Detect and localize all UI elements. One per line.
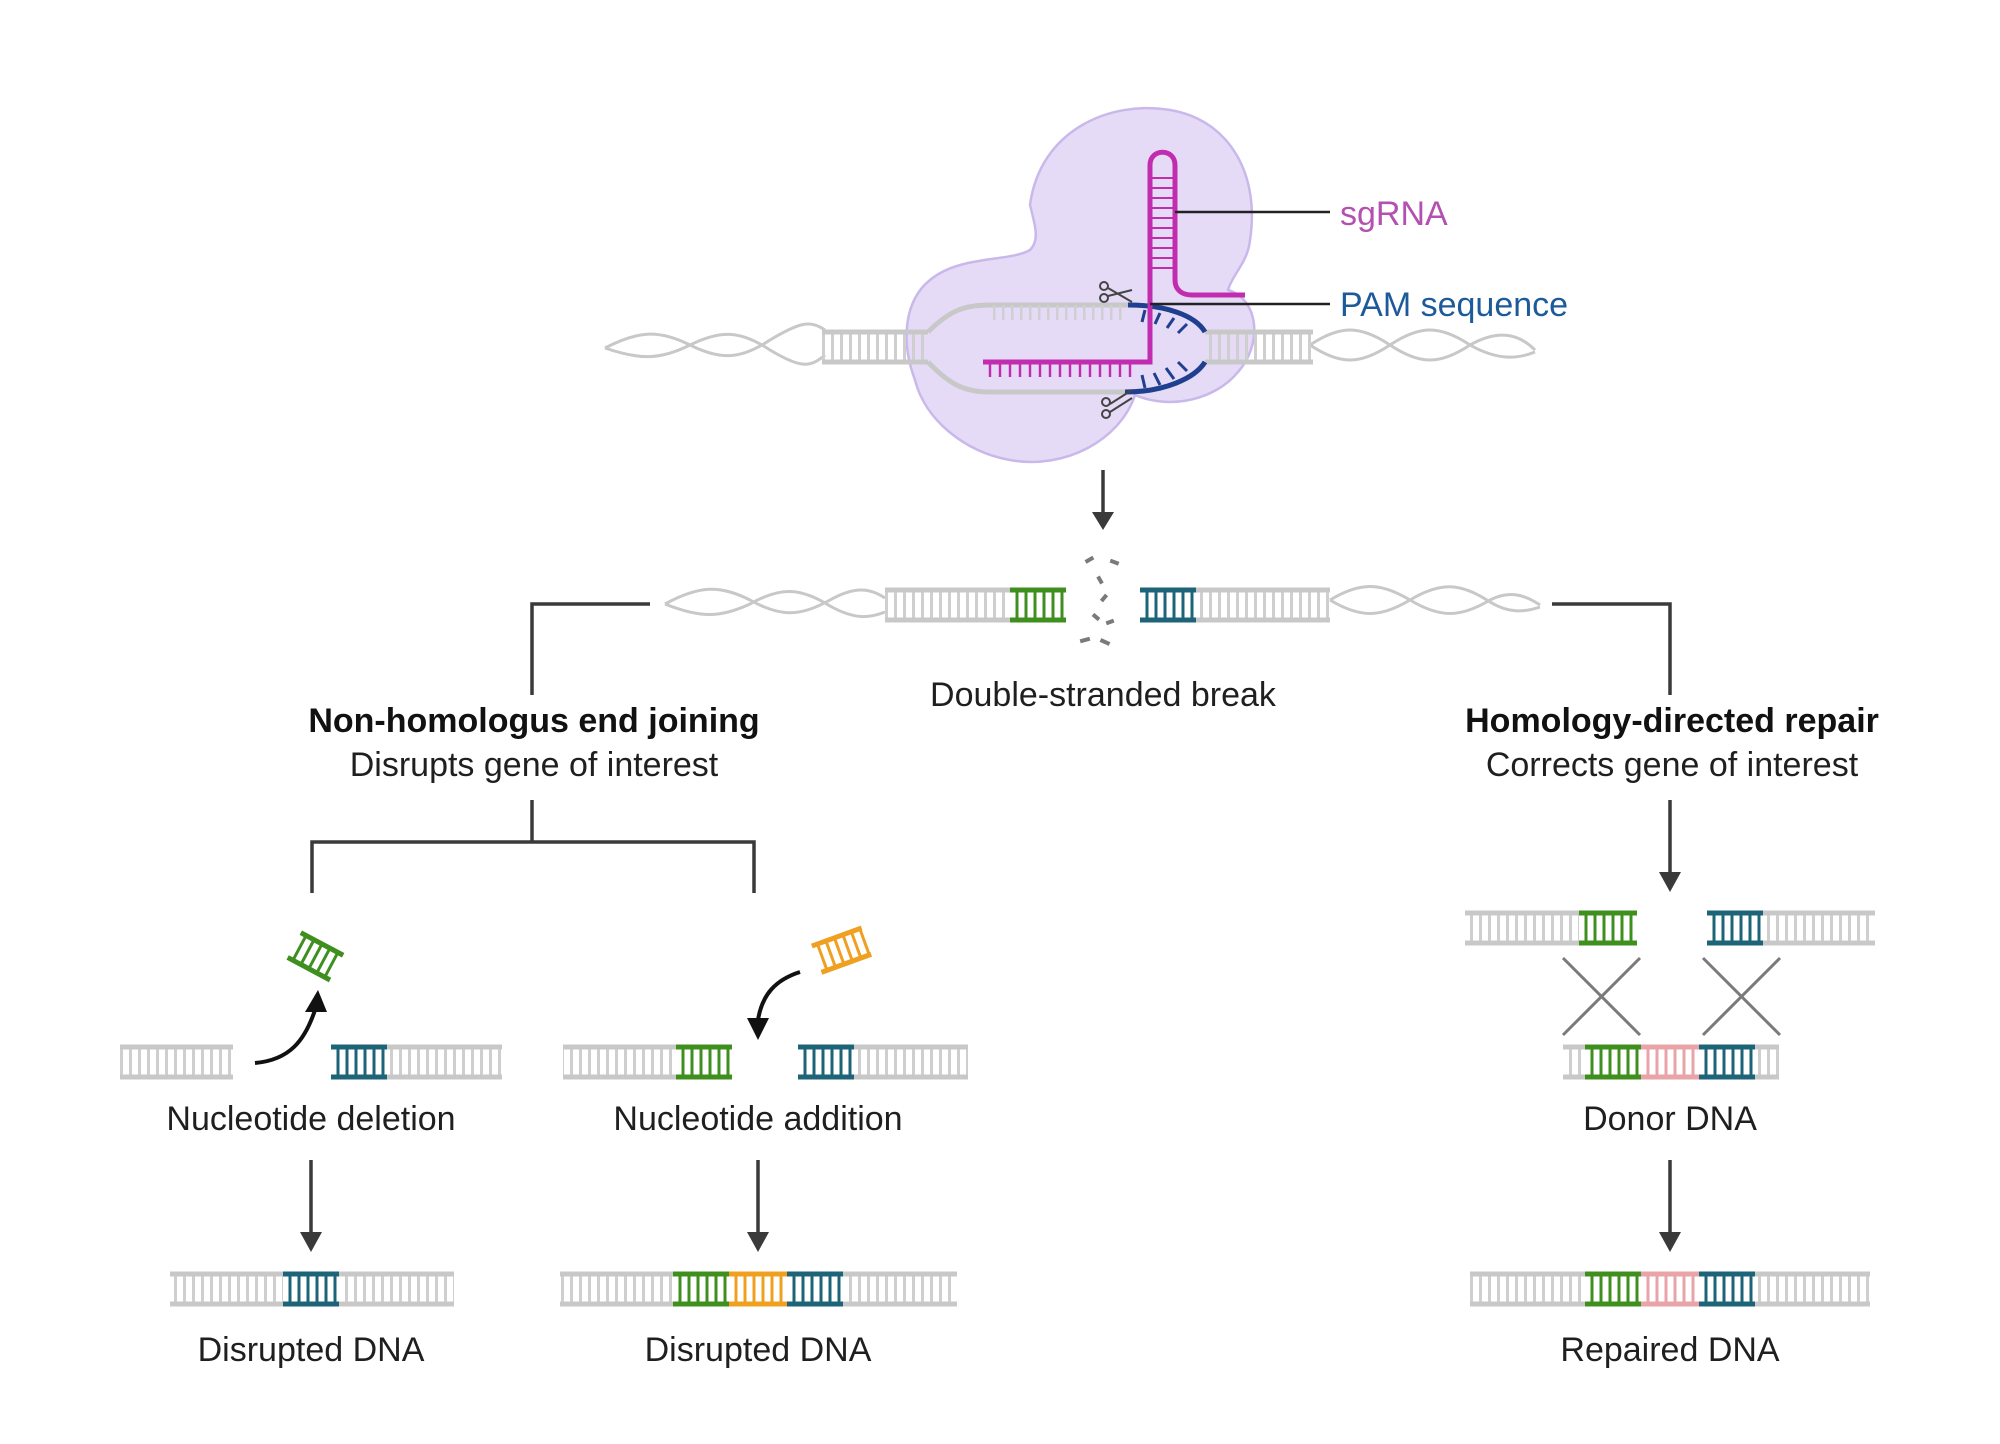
- branch-connector-right: [1552, 602, 1672, 695]
- arrow-down-icon: [747, 1160, 769, 1252]
- pam-sequence-label: PAM sequence: [1340, 286, 1568, 324]
- dna-helix-left: [604, 322, 826, 366]
- nucleotide-deletion-label: Nucleotide deletion: [166, 1100, 455, 1138]
- nucleotide-deletion-diagram: [120, 930, 502, 1080]
- dna-helix-right: [1309, 328, 1537, 362]
- disrupted-dna-2: [560, 1271, 957, 1307]
- arrow-down-icon: [1659, 1160, 1681, 1252]
- cas9-protein: [905, 106, 1256, 464]
- sgrna-label: sgRNA: [1340, 195, 1448, 233]
- arrow-down-icon: [1092, 470, 1114, 530]
- double-stranded-break: [664, 555, 1541, 646]
- repaired-dna: [1470, 1271, 1870, 1307]
- dna-bubble-top: [926, 302, 1128, 334]
- disrupted-dna-label-1: Disrupted DNA: [198, 1331, 425, 1369]
- disrupted-dna-label-2: Disrupted DNA: [645, 1331, 872, 1369]
- repaired-dna-label: Repaired DNA: [1560, 1331, 1780, 1369]
- arrow-down-icon: [1659, 800, 1681, 892]
- hdr-subtitle: Corrects gene of interest: [1486, 746, 1859, 784]
- arrow-down-icon: [300, 1160, 322, 1252]
- scissors-icon: [1101, 389, 1133, 419]
- dna-bubble-bottom: [926, 360, 1125, 395]
- nucleotide-addition-label: Nucleotide addition: [613, 1100, 902, 1138]
- hdr-title: Homology-directed repair: [1465, 702, 1879, 740]
- branch-connector-left: [530, 602, 650, 695]
- nhej-title: Non-homologus end joining: [308, 702, 759, 740]
- nucleotide-addition-diagram: [563, 925, 968, 1080]
- cas9-complex: [604, 106, 1537, 464]
- scissors-icon: [1099, 281, 1133, 303]
- dna-ladder-left: [822, 332, 927, 362]
- sgrna-strand: [983, 149, 1245, 377]
- double-stranded-break-label: Double-stranded break: [930, 676, 1277, 714]
- donor-dna-label: Donor DNA: [1583, 1100, 1757, 1138]
- nhej-split-connector: [310, 840, 756, 893]
- disrupted-dna-1: [170, 1271, 454, 1307]
- nhej-subtitle: Disrupts gene of interest: [350, 746, 719, 784]
- crossover-lines: [1561, 956, 1782, 1037]
- pam-sequence: [1124, 302, 1208, 395]
- dna-ladder-right: [1205, 332, 1313, 362]
- hdr-broken-ends: [1465, 910, 1875, 946]
- donor-dna: [1563, 1044, 1779, 1080]
